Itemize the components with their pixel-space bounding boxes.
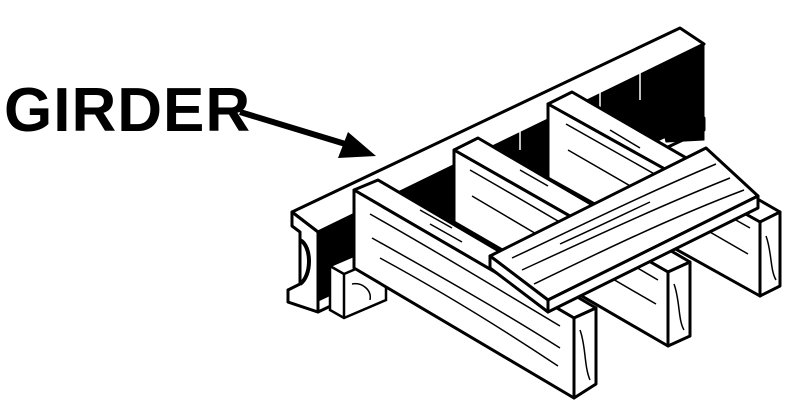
pointer-arrow (239, 109, 376, 158)
girder-label: GIRDER (4, 76, 252, 145)
shadow-hatching (419, 129, 641, 243)
deck-plank (488, 146, 760, 314)
